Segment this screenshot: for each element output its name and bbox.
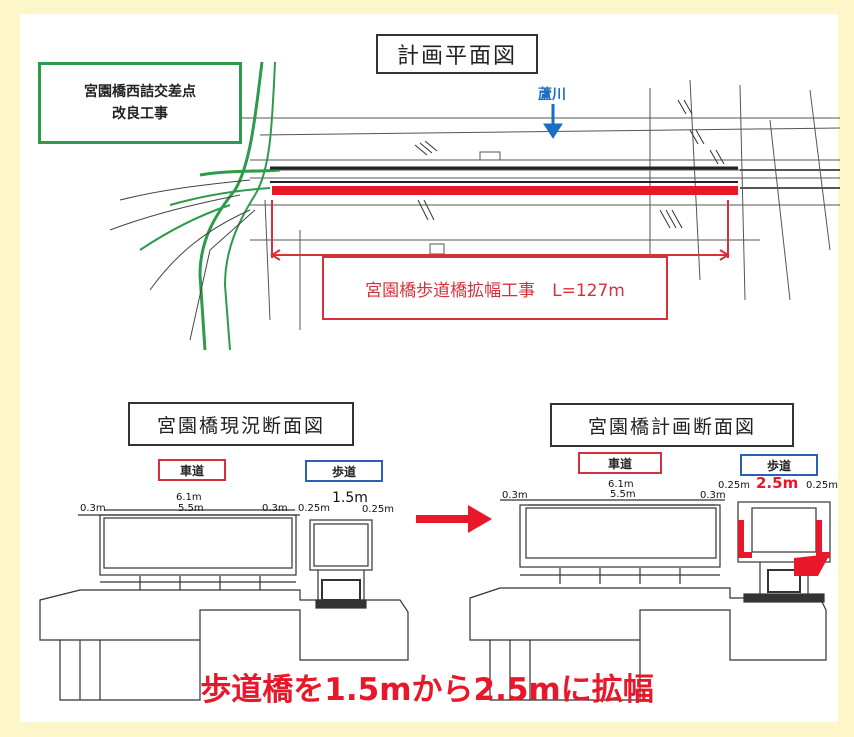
planned-dim-inner: 5.5m — [610, 489, 636, 500]
planned-dim-sidewalk-left: 0.25m — [718, 480, 751, 491]
existing-dim-sidewalk-width: 1.5m — [332, 490, 368, 506]
river-arrow-icon — [543, 104, 563, 139]
planned-widening-parts — [738, 520, 830, 576]
intersection-label: 宮園橋西詰交差点 改良工事 — [38, 62, 242, 144]
existing-section-drawing — [39, 509, 409, 701]
work-extent-label: 宮園橋歩道橋拡幅工事 L=127m — [322, 256, 668, 320]
existing-dim-left: 0.3m — [80, 503, 106, 514]
existing-section-title: 宮園橋現況断面図 — [128, 402, 354, 446]
existing-dim-total: 6.1m — [176, 492, 202, 503]
planned-roadway-tag: 車道 — [578, 452, 662, 474]
existing-dim-sidewalk-left: 0.25m — [298, 503, 331, 514]
existing-dim-right: 0.3m — [262, 503, 288, 514]
intersection-label-line2: 改良工事 — [112, 106, 168, 122]
planned-dim-sidewalk-width: 2.5m — [756, 474, 799, 492]
planned-section-title: 宮園橋計画断面図 — [550, 403, 794, 447]
plan-title: 計画平面図 — [376, 34, 538, 74]
intersection-label-line1: 宮園橋西詰交差点 — [84, 84, 196, 100]
planned-sidewalk-tag: 歩道 — [740, 454, 818, 476]
planned-dim-left: 0.3m — [502, 490, 528, 501]
existing-sidewalk-tag: 歩道 — [305, 460, 383, 482]
widening-caption: 歩道橋を1.5mから2.5mに拡幅 — [200, 672, 654, 708]
planned-dim-total: 6.1m — [608, 479, 634, 490]
planned-dim-right: 0.3m — [700, 490, 726, 501]
intersection-area-detail — [109, 179, 256, 341]
work-extent-bracket — [270, 200, 730, 261]
existing-dim-sidewalk-right: 0.25m — [362, 504, 395, 515]
planned-section-drawing — [469, 499, 831, 701]
planned-dim-sidewalk-right: 0.25m — [806, 480, 839, 491]
river-label: 蘆川 — [538, 87, 566, 103]
intersection-area — [139, 61, 281, 351]
existing-roadway-tag: 車道 — [158, 459, 226, 481]
change-arrow-icon — [416, 505, 492, 533]
existing-dim-inner: 5.5m — [178, 503, 204, 514]
widening-strip — [272, 186, 738, 195]
